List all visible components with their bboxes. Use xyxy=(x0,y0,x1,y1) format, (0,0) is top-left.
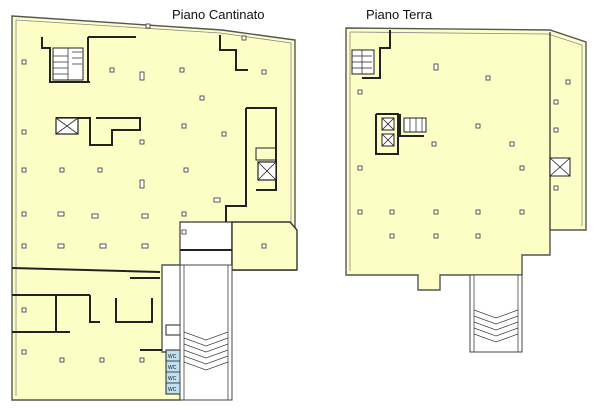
wc-label-3: WC xyxy=(168,376,177,382)
ground-floor-stair xyxy=(351,49,427,133)
wc-label-2: WC xyxy=(168,365,177,371)
basement-plan: WC WC WC WC xyxy=(11,15,298,401)
basement-wc-block: WC WC WC WC xyxy=(165,324,181,395)
ground-floor-columns xyxy=(357,63,571,239)
ground-floor-plan-title: Piano Terra xyxy=(366,7,433,22)
basement-walls xyxy=(11,35,277,351)
ground-floor-elevator-shafts xyxy=(381,117,571,177)
basement-elevator-shafts xyxy=(55,117,277,181)
basement-plan-title: Piano Cantinato xyxy=(172,7,265,22)
wc-label-4: WC xyxy=(168,387,177,393)
basement-stair xyxy=(52,47,84,81)
wc-label-1: WC xyxy=(168,354,177,360)
ground-floor-access-ramp xyxy=(469,274,523,353)
ground-floor-surface xyxy=(345,27,587,291)
ground-floor-plan xyxy=(345,27,587,353)
ground-floor-walls xyxy=(362,30,424,155)
basement-columns xyxy=(21,23,267,363)
basement-access-ramp xyxy=(179,264,233,401)
